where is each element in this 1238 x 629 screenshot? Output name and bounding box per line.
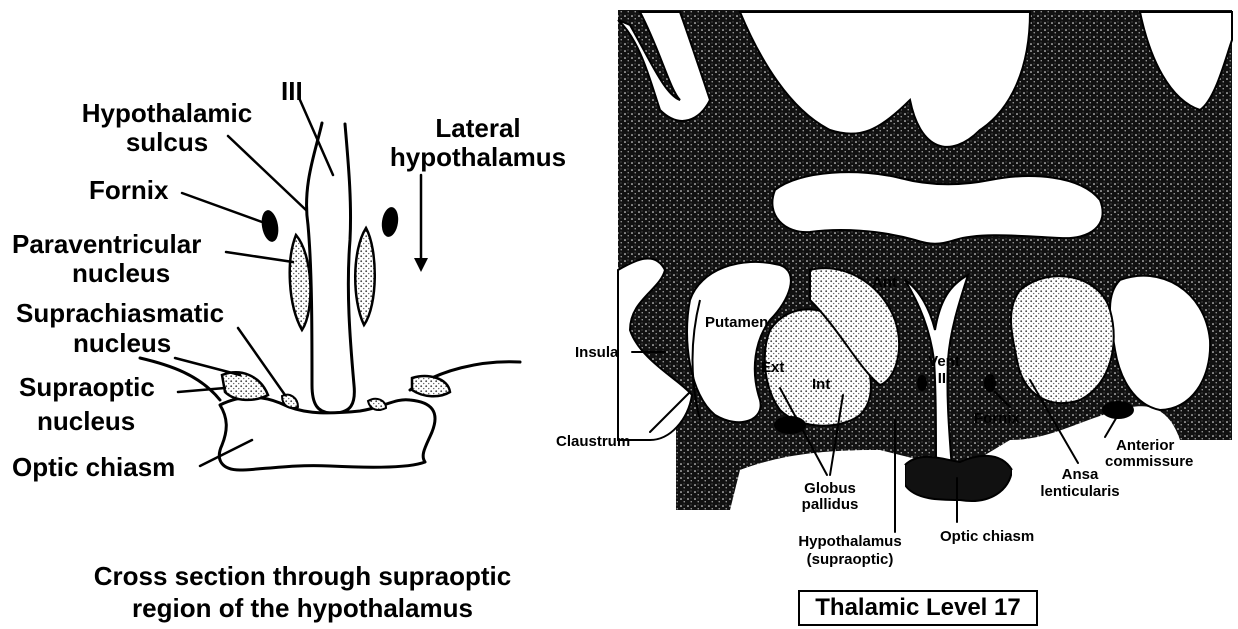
label-ansa-line1: Ansa: [1035, 466, 1125, 483]
label-lateral-hypothalamus-line1: Lateral: [378, 113, 578, 143]
label-optic-chiasm: Optic chiasm: [12, 452, 175, 482]
level-caption-box: Thalamic Level 17: [798, 590, 1038, 626]
label-hypothalamus-line2: (supraoptic): [780, 551, 920, 568]
label-supraoptic-line2: nucleus: [37, 406, 135, 436]
label-hypothalamic-sulcus-line2: sulcus: [62, 127, 272, 157]
label-fornix-right: Fornix: [974, 410, 1020, 427]
globus-pallidus-right: [1011, 276, 1114, 403]
label-supraoptic-line1: Supraoptic: [19, 372, 155, 402]
optic-chiasm-dark: [905, 456, 1012, 501]
label-hypothalamic-sulcus-line1: Hypothalamic: [62, 98, 272, 128]
anterior-commissure-left: [774, 416, 806, 434]
left-caption: Cross section through supraoptic region …: [30, 560, 575, 624]
supraoptic-right-patch: [412, 376, 450, 396]
supraoptic-left-patch: [222, 372, 268, 400]
label-lateral-hypothalamus-line2: hypothalamus: [378, 142, 578, 172]
label-globus-line1: Globus: [790, 480, 870, 497]
paraventricular-left: [290, 235, 311, 330]
label-suprachiasmatic-line1: Suprachiasmatic: [16, 298, 224, 328]
label-insula: Insula: [575, 344, 618, 361]
label-hypothalamus-line1: Hypothalamus: [780, 533, 920, 550]
label-putamen: Putamen: [705, 314, 768, 331]
left-hypothalamus-section: [140, 123, 520, 470]
third-ventricle-right-wall: [336, 124, 354, 413]
label-anterior-commissure-line1: Anterior: [1116, 437, 1174, 454]
label-paraventricular-line2: nucleus: [72, 258, 170, 288]
label-paraventricular-line1: Paraventricular: [12, 229, 201, 259]
label-vent-line1: Vent: [922, 353, 966, 370]
label-fornix: Fornix: [89, 175, 168, 205]
label-third-ventricle: III: [281, 76, 303, 106]
label-claustrum: Claustrum: [556, 433, 630, 450]
right-coronal-section: [618, 10, 1232, 510]
label-ant: Ant: [872, 274, 897, 291]
label-int: Int: [812, 376, 830, 393]
label-optic-chiasm-right: Optic chiasm: [940, 528, 1034, 545]
fornix-left-spot: [259, 209, 280, 243]
lateral-hypothalamus-arrowhead: [414, 258, 428, 272]
label-ext: Ext: [761, 359, 784, 376]
label-ansa-line2: lenticularis: [1035, 483, 1125, 500]
fornix-right-spot: [380, 206, 400, 238]
label-globus-line2: pallidus: [790, 496, 870, 513]
label-vent-line2: III: [922, 370, 966, 387]
left-caption-line1: Cross section through supraoptic: [30, 560, 575, 592]
left-caption-line2: region of the hypothalamus: [30, 592, 575, 624]
optic-chiasm-outline: [219, 397, 435, 470]
label-suprachiasmatic-line2: nucleus: [73, 328, 171, 358]
fornix-right-spot: [984, 374, 996, 392]
paraventricular-right: [355, 228, 375, 325]
